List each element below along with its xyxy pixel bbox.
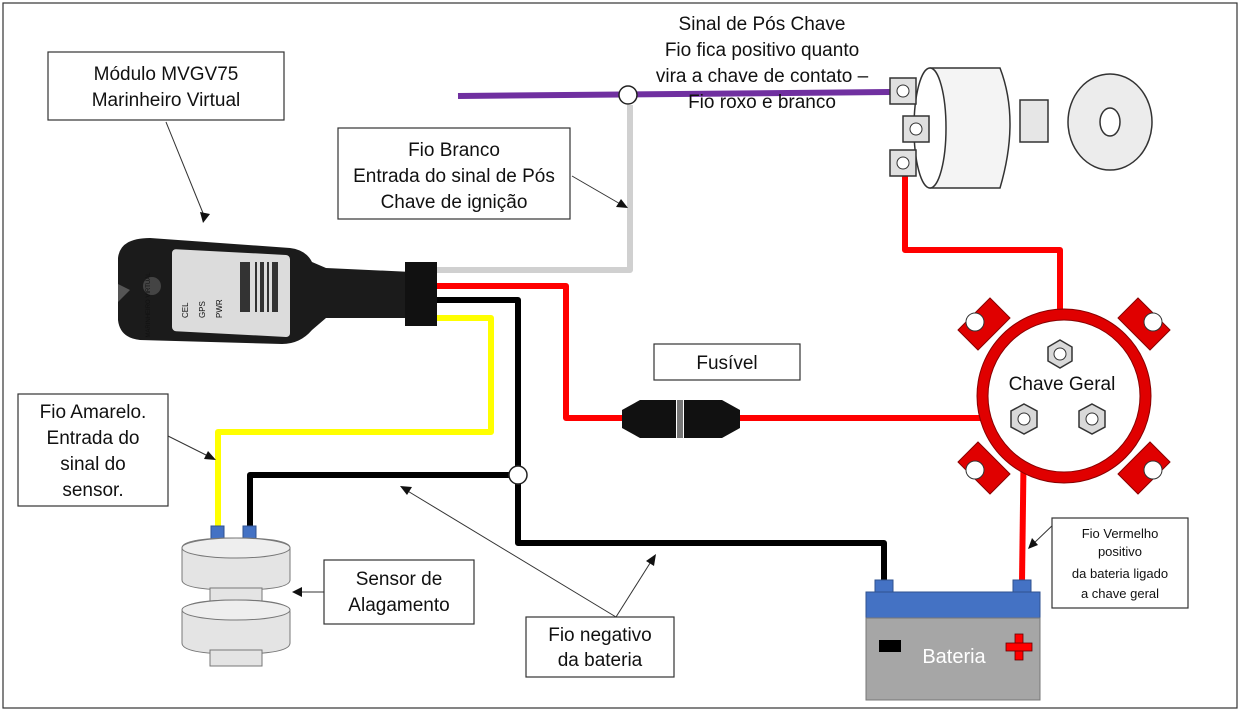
negative-wire-label-line1: Fio negativo bbox=[548, 625, 652, 646]
module-connector bbox=[405, 262, 437, 326]
white-wire-label-box: Fio Branco Entrada do sinal de Pós Chave… bbox=[337, 127, 571, 220]
page-border bbox=[2, 2, 1238, 709]
fuse-label-box: Fusível bbox=[653, 343, 801, 381]
negative-wire-label-box: Fio negativo da bateria bbox=[525, 616, 675, 678]
main-switch-label: Chave Geral bbox=[1009, 374, 1116, 395]
black-wire-sensor bbox=[247, 472, 518, 530]
mount-hole-br bbox=[1143, 460, 1163, 480]
mount-hole-bl bbox=[965, 460, 985, 480]
post-key-label: Sinal de Pós Chave Fio fica positivo qua… bbox=[656, 14, 869, 113]
red-wire-label-line1: Fio Vermelho bbox=[1082, 526, 1159, 541]
junction-black bbox=[508, 465, 528, 485]
main-switch: Chave Geral bbox=[957, 297, 1171, 495]
purple-wire bbox=[457, 89, 893, 99]
module-label-line1: Módulo MVGV75 bbox=[94, 64, 239, 85]
device-cel-text: CEL bbox=[181, 302, 190, 318]
fuse-label: Fusível bbox=[696, 353, 757, 374]
yellow-wire-label-line4: sensor. bbox=[62, 480, 123, 501]
post-key-line4: Fio roxo e branco bbox=[688, 92, 836, 113]
ignition-key-switch bbox=[889, 67, 1153, 189]
mount-hole-tr bbox=[1143, 312, 1163, 332]
mount-hole-tl bbox=[965, 312, 985, 332]
black-wire-battery bbox=[430, 297, 887, 582]
red-wire-label-line4: a chave geral bbox=[1081, 586, 1159, 601]
yellow-wire-label-line2: Entrada do bbox=[47, 428, 140, 449]
battery-label: Bateria bbox=[922, 646, 986, 668]
module-label-line2: Marinheiro Virtual bbox=[92, 90, 241, 111]
red-wire-module bbox=[430, 283, 625, 421]
annotation-arrows bbox=[165, 121, 1057, 618]
red-wire-label-line2: positivo bbox=[1098, 544, 1142, 559]
module-label-box: Módulo MVGV75 Marinheiro Virtual bbox=[47, 51, 285, 121]
white-wire-label-line2: Entrada do sinal de Pós bbox=[353, 166, 555, 187]
sensor-label-line1: Sensor de bbox=[356, 569, 443, 590]
device-pwr-text: PWR bbox=[215, 299, 224, 318]
yellow-wire-label-line3: sinal do bbox=[60, 454, 126, 475]
key-terminal-2 bbox=[902, 115, 930, 143]
yellow-wire bbox=[215, 315, 494, 530]
device-brand-text: MARINHEIRO VIRTUAL bbox=[146, 272, 152, 338]
battery: Bateria bbox=[865, 579, 1041, 701]
device-gps-text: GPS bbox=[198, 301, 207, 318]
sensor-label-box: Sensor de Alagamento bbox=[323, 559, 475, 625]
red-wire-label-line3: da bateria ligado bbox=[1072, 566, 1168, 581]
white-wire-label-line1: Fio Branco bbox=[408, 140, 500, 161]
key-terminal-1 bbox=[889, 77, 917, 105]
red-wire-key bbox=[902, 172, 1063, 345]
post-key-line3: vira a chave de contato – bbox=[656, 66, 869, 87]
sensor-label-line2: Alagamento bbox=[348, 595, 449, 616]
flood-sensor bbox=[181, 525, 291, 667]
yellow-wire-label-box: Fio Amarelo. Entrada do sinal do sensor. bbox=[17, 393, 169, 507]
white-wire-label-line3: Chave de ignição bbox=[381, 192, 528, 213]
yellow-wire-label-line1: Fio Amarelo. bbox=[40, 402, 147, 423]
red-wire-label-box: Fio Vermelho positivo da bateria ligado … bbox=[1051, 517, 1189, 609]
negative-wire-label-line2: da bateria bbox=[558, 650, 643, 671]
white-wire bbox=[430, 105, 633, 273]
plus-icon bbox=[1005, 633, 1033, 661]
key-terminal-3 bbox=[889, 149, 917, 177]
mvgv75-module: MARINHEIRO VIRTUAL CEL GPS PWR bbox=[118, 238, 437, 344]
junction-purple bbox=[618, 85, 638, 105]
fuse bbox=[622, 400, 740, 438]
minus-icon bbox=[879, 640, 901, 652]
post-key-line2: Fio fica positivo quanto bbox=[665, 40, 859, 61]
post-key-line1: Sinal de Pós Chave bbox=[679, 14, 846, 35]
